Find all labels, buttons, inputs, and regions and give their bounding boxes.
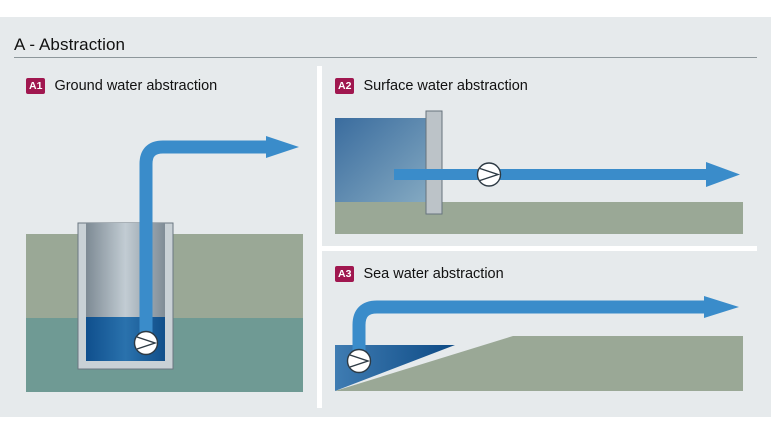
section-divider-vertical	[317, 66, 322, 408]
pump-icon	[133, 330, 159, 356]
sea-water-scene	[335, 296, 743, 391]
pump-icon	[346, 348, 372, 374]
section-a1-heading: A1 Ground water abstraction	[26, 78, 217, 94]
surface-water-scene	[335, 110, 743, 234]
section-a1-badge: A1	[26, 78, 46, 94]
intake-wall	[425, 110, 443, 215]
section-a3-heading: A3 Sea water abstraction	[335, 266, 504, 282]
sea-pipe	[352, 300, 708, 361]
river-body	[335, 118, 428, 204]
section-a3-title: Sea water abstraction	[363, 266, 504, 282]
section-a1-title: Ground water abstraction	[54, 78, 218, 94]
section-a2-heading: A2 Surface water abstraction	[335, 78, 528, 94]
section-divider-horizontal	[322, 246, 757, 251]
flow-arrow-icon	[266, 136, 299, 158]
section-a3-badge: A3	[335, 266, 355, 282]
title-divider	[14, 57, 757, 58]
surface-ground	[335, 202, 743, 234]
well-pipe	[139, 140, 271, 343]
flow-arrow-icon	[706, 162, 740, 187]
intake-pipe	[394, 169, 712, 180]
pump-icon	[476, 162, 502, 187]
coast-ground	[335, 336, 743, 391]
figure-title: A - Abstraction	[14, 35, 126, 54]
ground-water-scene	[26, 136, 303, 392]
section-a2-title: Surface water abstraction	[363, 78, 528, 94]
section-a2-badge: A2	[335, 78, 355, 94]
flow-arrow-icon	[704, 296, 739, 318]
